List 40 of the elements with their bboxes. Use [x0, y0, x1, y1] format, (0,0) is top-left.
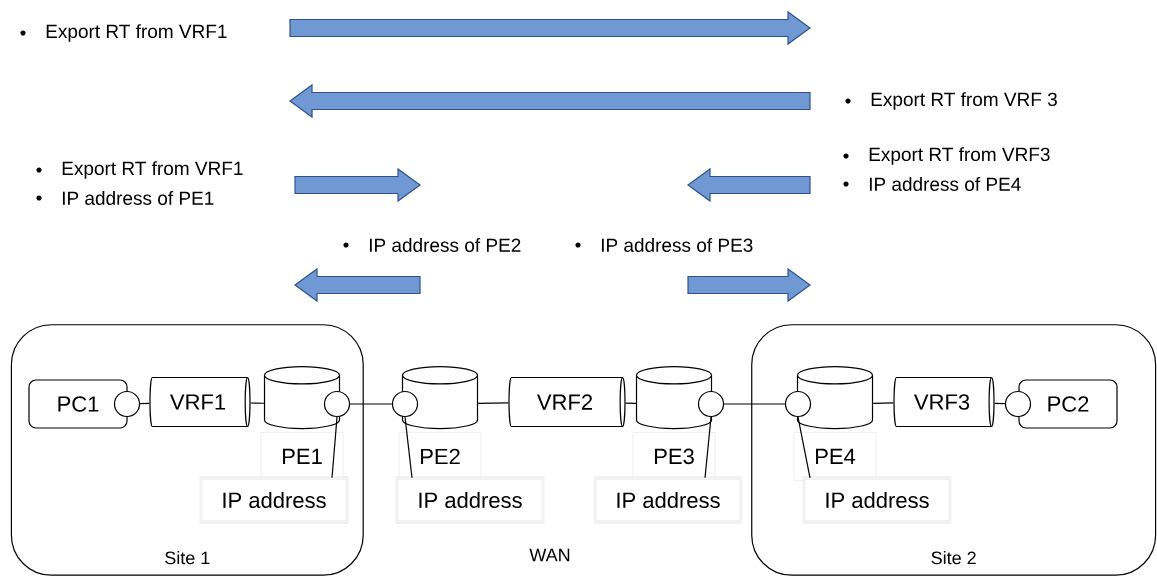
- port-circle: [391, 390, 419, 418]
- port-circle: [697, 390, 725, 418]
- bullet-text: IP address of PE2: [369, 238, 521, 252]
- bullet-text: Export RT from VRF 3: [871, 92, 1057, 110]
- pc-box: PC1: [28, 379, 128, 429]
- connector-line: [723, 403, 786, 405]
- bullet-text: Export RT from VRF3: [869, 147, 1050, 165]
- connector-line: [349, 403, 393, 405]
- port-circle: [323, 390, 351, 418]
- leader-line: [331, 416, 338, 479]
- ip-address-box: IP address: [802, 476, 952, 524]
- leader-line: [797, 416, 811, 479]
- bullet-text: Export RT from VRF1: [46, 24, 227, 42]
- leader-line: [704, 416, 712, 479]
- ip-address-box: IP address: [593, 476, 743, 524]
- bullet-text: IP address of PE4: [869, 177, 1021, 191]
- leader-line: [404, 416, 413, 479]
- ip-address-box: IP address: [199, 476, 349, 524]
- pe-cylinder: PE1: [260, 365, 344, 481]
- pc-box: PC2: [1018, 379, 1118, 429]
- port-circle: [784, 390, 812, 418]
- bullet-text: IP address of PE3: [601, 238, 753, 252]
- connector-line: [139, 402, 150, 405]
- bullet-text: IP address of PE1: [62, 191, 214, 205]
- ip-address-box: IP address: [395, 476, 545, 524]
- area-label: WAN: [529, 548, 570, 562]
- pe-cylinder: PE4: [793, 365, 877, 481]
- vrf-cylinder: VRF3: [893, 376, 995, 428]
- port-circle: [1004, 390, 1032, 418]
- connector-line: [477, 402, 509, 404]
- port-circle: [113, 390, 141, 418]
- connector-line: [872, 402, 894, 404]
- vrf-cylinder: VRF2: [508, 376, 626, 428]
- connector-line: [625, 402, 637, 404]
- bullet-text: Export RT from VRF1: [62, 161, 243, 179]
- pe-cylinder: PE3: [632, 365, 716, 481]
- connector-line: [249, 402, 265, 404]
- connector-line: [994, 402, 1006, 405]
- vrf-cylinder: VRF1: [149, 376, 251, 428]
- pe-cylinder: PE2: [398, 365, 482, 481]
